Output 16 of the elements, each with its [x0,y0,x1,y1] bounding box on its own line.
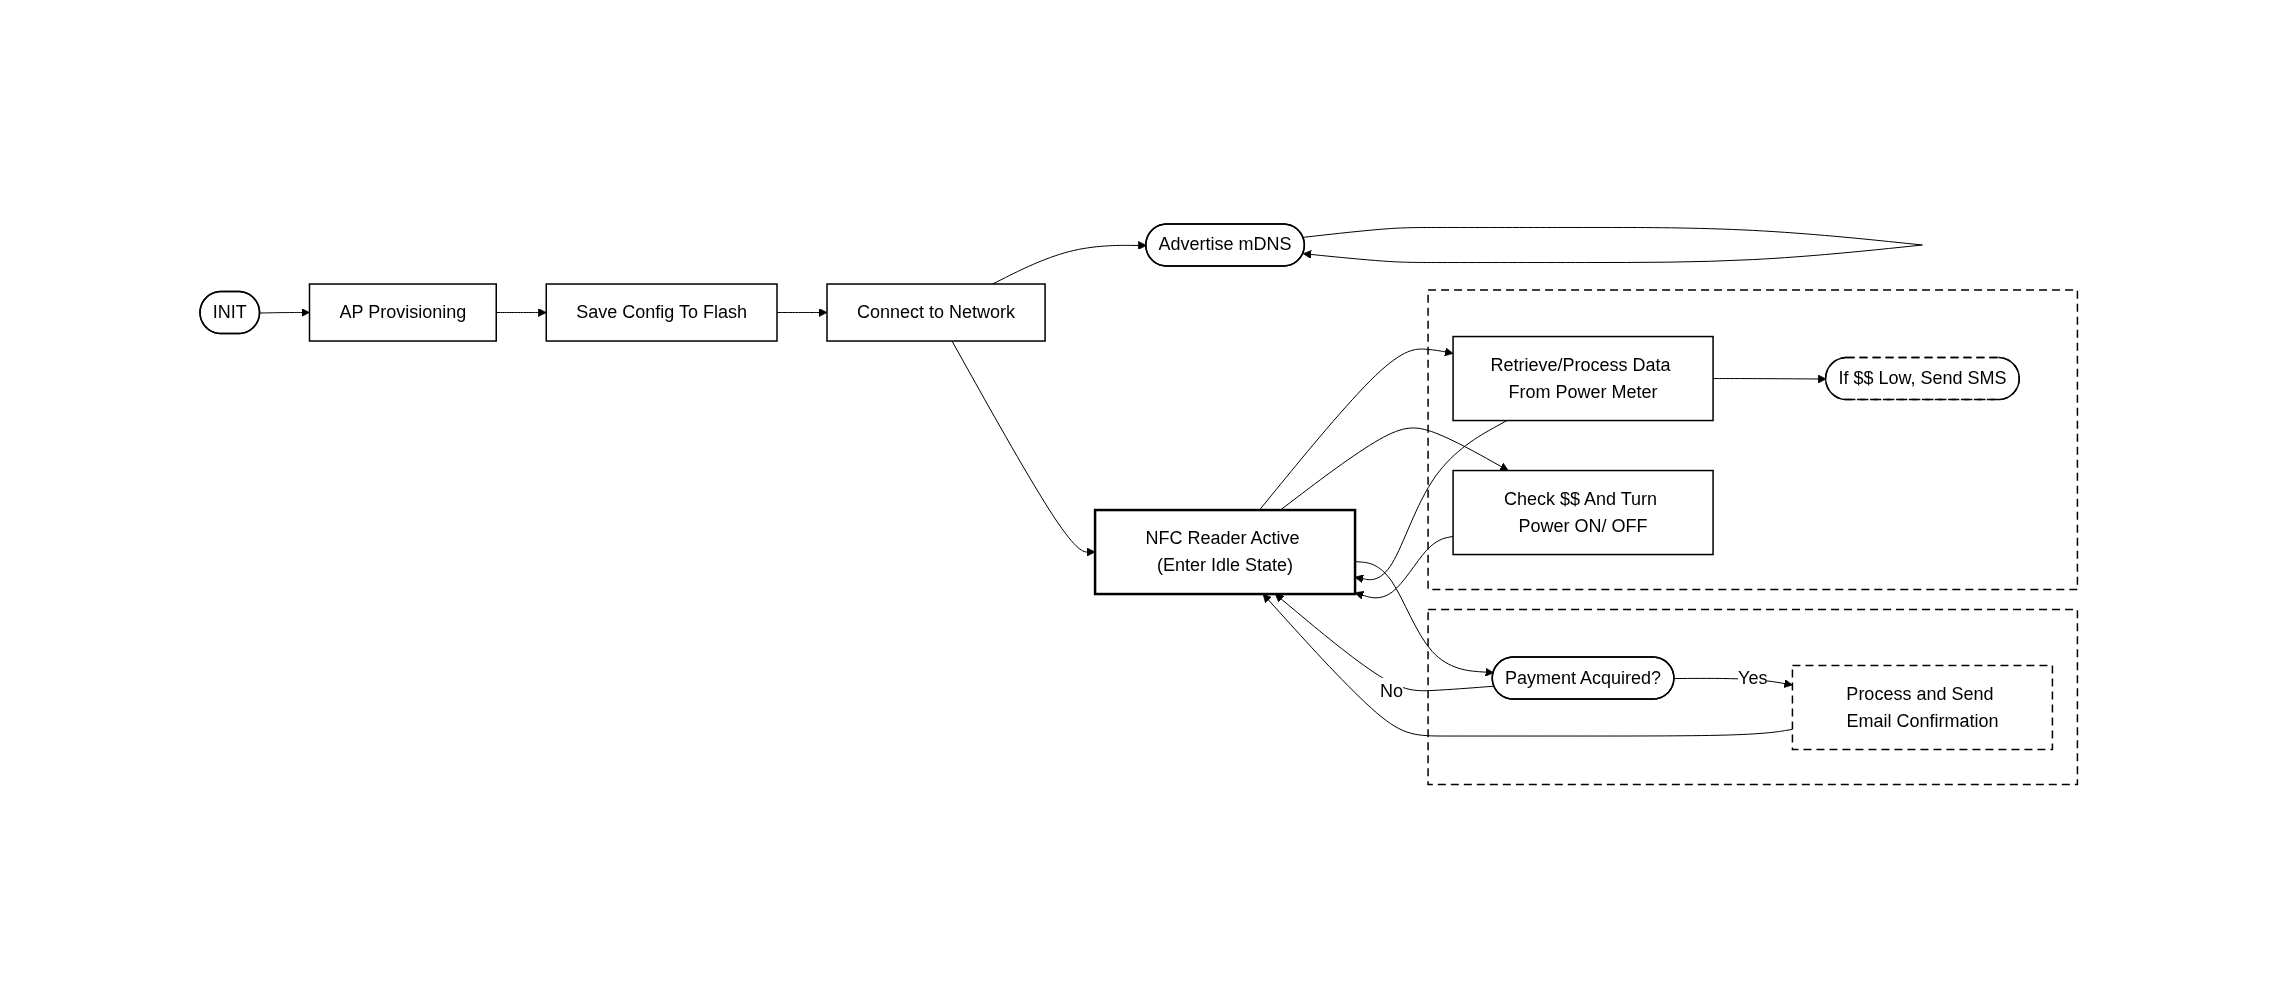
arrow [1354,560,1494,677]
arrow [1302,226,1923,263]
node-box: AP Provisioning [308,283,497,342]
cluster [1427,608,2078,785]
node-box: Process and Send Email Confirmation [1791,664,2053,750]
arrow [1274,593,1495,691]
node-box: Retrieve/Process Data From Power Meter [1452,335,1714,422]
node-box: NFC Reader Active (Enter Idle State) [1093,508,1357,595]
cluster [1427,289,2078,590]
edge-label: Yes [1737,667,1768,688]
node-box: Connect to Network [826,283,1046,342]
node-box: Check $$ And Turn Power ON/ OFF [1452,469,1714,555]
arrow [1354,419,1508,583]
arrow [259,307,310,317]
node-box: Save Config To Flash [545,283,778,342]
edge-label: No [1379,680,1403,701]
